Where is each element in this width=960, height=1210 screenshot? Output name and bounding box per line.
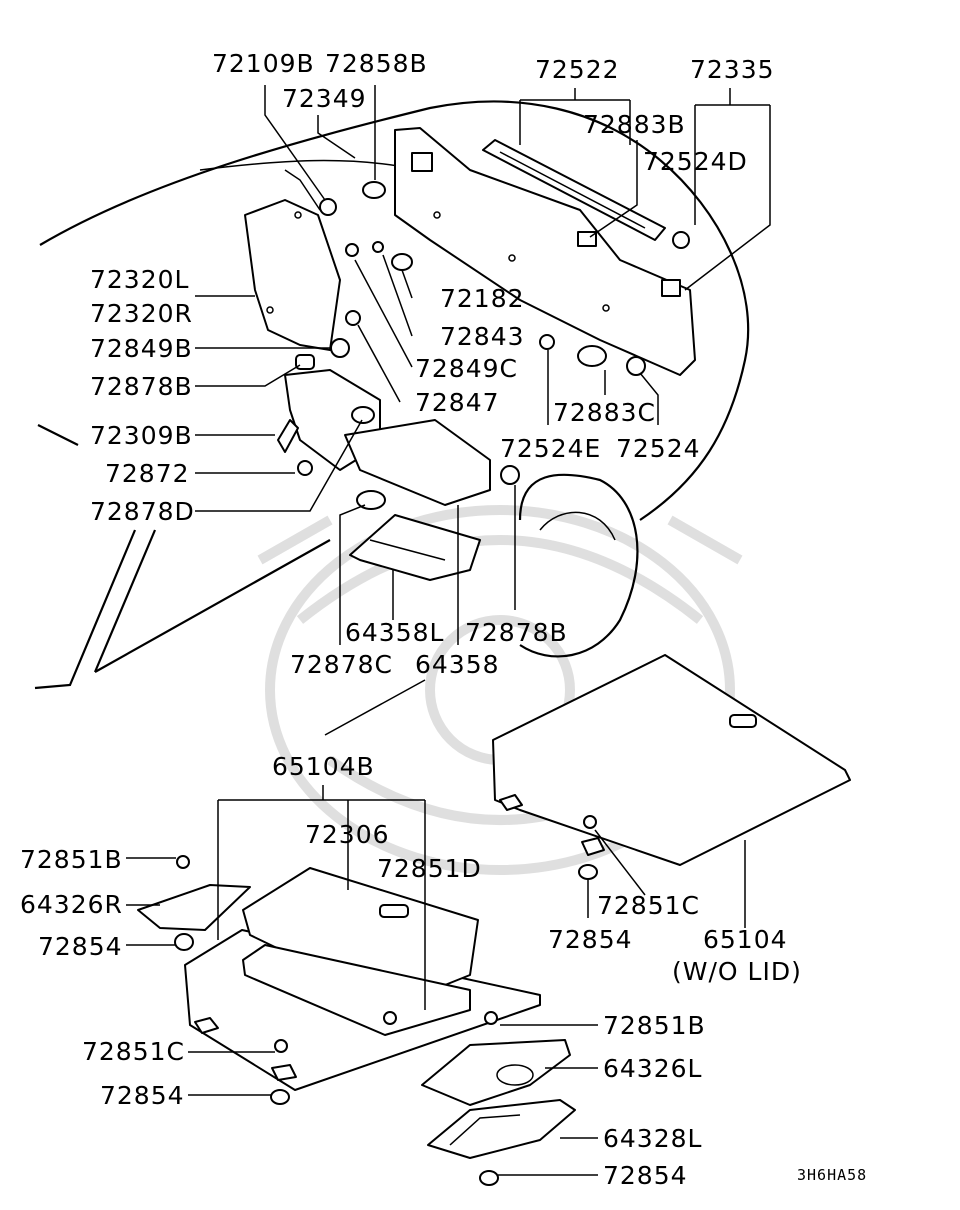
label-72878B-upper: 72878B [90, 372, 193, 401]
label-72524E: 72524E [500, 434, 601, 463]
label-72872: 72872 [105, 459, 190, 488]
label-72847: 72847 [415, 388, 500, 417]
label-72854-center: 72854 [100, 1081, 185, 1110]
label-72851B-right: 72851B [603, 1011, 706, 1040]
rear-trim-panel [394, 127, 696, 376]
label-65104B: 65104B [272, 752, 375, 781]
label-72854-bottom: 72854 [603, 1161, 688, 1190]
label-64358: 64358 [415, 650, 500, 679]
diagram-code: 3H6HA58 [797, 1166, 867, 1184]
label-72320R: 72320R [90, 299, 193, 328]
label-72854-right: 72854 [548, 925, 633, 954]
label-65104: 65104 [703, 925, 788, 954]
fasteners-upper [277, 181, 690, 510]
label-72858B: 72858B [325, 49, 428, 78]
label-72335: 72335 [690, 55, 775, 84]
label-72109B: 72109B [212, 49, 315, 78]
vehicle-body-outline [34, 100, 750, 690]
label-72309B: 72309B [90, 421, 193, 450]
label-72849C: 72849C [415, 354, 518, 383]
label-72851C-left: 72851C [82, 1037, 185, 1066]
label-72851C-right: 72851C [597, 891, 700, 920]
label-64326R: 64326R [20, 890, 123, 919]
tray-64328L [427, 1099, 576, 1159]
label-65104-note: (W/O LID) [672, 957, 802, 986]
label-72349: 72349 [282, 84, 367, 113]
cover-64326R [137, 884, 251, 931]
cover-64326L [421, 1039, 571, 1106]
label-72524D: 72524D [643, 147, 748, 176]
label-72306: 72306 [305, 820, 390, 849]
label-72878C: 72878C [290, 650, 393, 679]
label-72878B-lower: 72878B [465, 618, 568, 647]
label-72320L: 72320L [90, 265, 189, 294]
label-72854-left: 72854 [38, 932, 123, 961]
label-72851D: 72851D [377, 854, 482, 883]
label-72851B-left: 72851B [20, 845, 123, 874]
bracket-assembly [284, 369, 491, 581]
part-labels: 72109B 72858B 72349 72522 72335 72883B 7… [20, 49, 867, 1190]
label-64326L: 64326L [603, 1054, 702, 1083]
luggage-floor-65104B [184, 867, 541, 1091]
side-trim-72320 [244, 169, 341, 351]
fasteners-lower [174, 815, 598, 1186]
label-72843: 72843 [440, 322, 525, 351]
leader-lines [126, 85, 771, 1176]
label-72524: 72524 [616, 434, 701, 463]
label-72182: 72182 [440, 284, 525, 313]
luggage-floor-65104 [492, 654, 851, 866]
label-64328L: 64328L [603, 1124, 702, 1153]
label-72878D: 72878D [90, 497, 195, 526]
label-72883C: 72883C [553, 398, 656, 427]
label-72883B: 72883B [583, 110, 686, 139]
label-72849B: 72849B [90, 334, 193, 363]
label-72522: 72522 [535, 55, 620, 84]
label-64358L: 64358L [345, 618, 444, 647]
